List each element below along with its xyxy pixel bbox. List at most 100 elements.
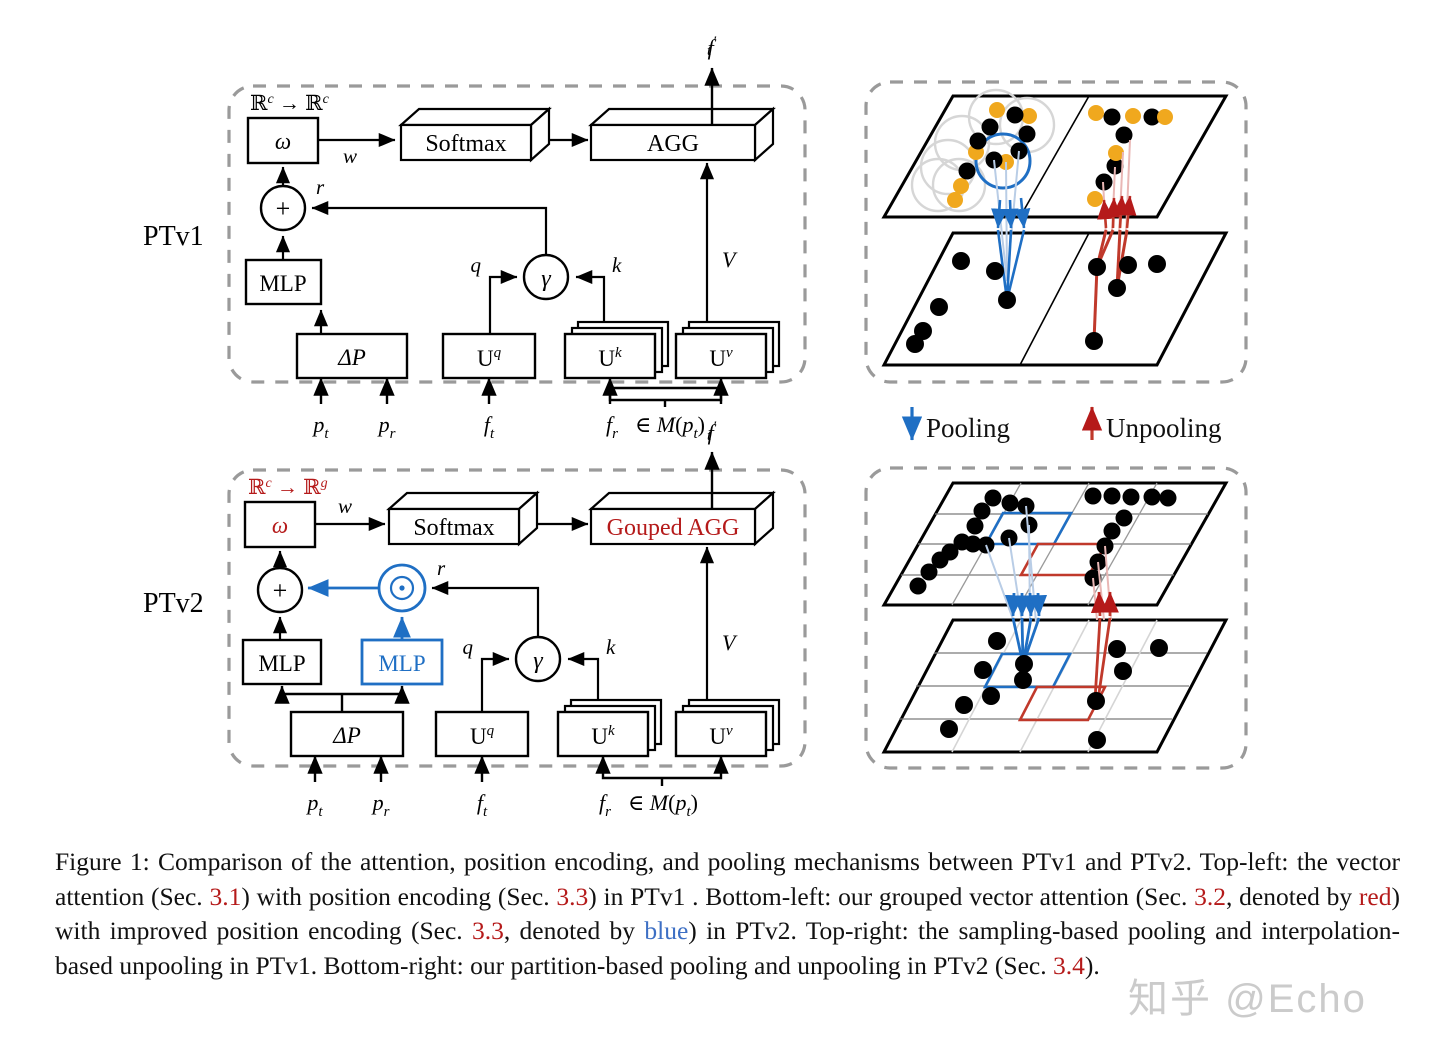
ptv1-edge-uk-gamma bbox=[575, 269, 606, 326]
grid-pooling-arrows-down bbox=[1004, 592, 1048, 617]
caption-run-9[interactable]: 3.3 bbox=[471, 916, 504, 945]
ptv2-panel-border bbox=[227, 468, 807, 768]
caption-run-3[interactable]: 3.3 bbox=[556, 881, 589, 911]
ptv2-gamma-node[interactable] bbox=[514, 635, 562, 683]
ptv2-input-label-member: ∈ M(pt) bbox=[628, 790, 698, 820]
ptv2-odot-dot bbox=[399, 585, 405, 591]
caption-run-8: ) with improved position encoding (Sec. bbox=[55, 881, 1400, 946]
ptv1-plus-label: + bbox=[276, 194, 291, 223]
ptv1-input-label-pt: pt bbox=[311, 412, 329, 442]
caption-run-12: ) in PTv2. Top-right: the sampling-based… bbox=[55, 916, 1400, 980]
ptv1-deltap-box[interactable] bbox=[295, 332, 409, 380]
ptv1-mapping-label: ℝc → ℝc bbox=[250, 91, 330, 115]
caption-run-7[interactable]: red bbox=[1358, 881, 1392, 911]
ptv1-agg-label: AGG bbox=[647, 131, 699, 157]
ptv2-agg-label: Gouped AGG bbox=[607, 515, 740, 541]
ptv2-softmax-box[interactable] bbox=[386, 490, 540, 547]
caption-run-5[interactable]: 3.2 bbox=[1194, 881, 1226, 911]
lower-grid-points bbox=[940, 632, 1168, 749]
ptv1-edge-uq-gamma bbox=[488, 269, 518, 334]
ptv2-edge-label-V: V bbox=[722, 630, 738, 655]
caption-run-2: ) with position encoding (Sec. bbox=[241, 881, 557, 911]
ptv2-edge-label-r: r bbox=[437, 556, 446, 580]
legend-unpooling: Unpooling bbox=[1081, 406, 1222, 443]
caption-run-14: ). bbox=[1084, 950, 1100, 980]
ptv2-agg-box[interactable] bbox=[588, 490, 776, 547]
pooling-arrows-down bbox=[991, 197, 1031, 229]
ptv2-edge-label-w: w bbox=[338, 494, 352, 518]
ptv1-panel-border bbox=[227, 84, 807, 384]
row-label-ptv2: PTv2 bbox=[143, 588, 204, 619]
ptv1-edge-label-V: V bbox=[722, 247, 738, 272]
ptv2-mlp-black-box[interactable] bbox=[241, 638, 323, 686]
ptv2-deltap-label: ΔP bbox=[332, 723, 361, 748]
topright-pooling-scene bbox=[881, 88, 1229, 367]
caption-run-11[interactable]: blue bbox=[644, 916, 689, 945]
ptv2-edge-gamma-odot-r bbox=[431, 580, 540, 637]
diagram-svg: PTv1 ℝc → ℝc ω w Softmax AGG f′t + r MLP bbox=[143, 34, 1248, 820]
ptv1-edge-label-w: w bbox=[343, 144, 357, 168]
ptv2-input-label-pt: pt bbox=[305, 790, 323, 820]
bottomright-pooling-scene bbox=[881, 481, 1229, 754]
caption-run-6: , denoted by bbox=[1226, 881, 1359, 911]
ptv2-edge-label-k: k bbox=[606, 635, 616, 659]
figure-caption: Figure 1: Comparison of the attention, p… bbox=[55, 845, 1400, 983]
ptv1-softmax-label: Softmax bbox=[425, 131, 506, 157]
orange-points-upper-right bbox=[1087, 105, 1173, 207]
black-points-lower-right bbox=[1085, 255, 1166, 350]
caption-run-4: ) in PTv1 . Bottom-left: our grouped vec… bbox=[588, 881, 1195, 911]
ptv1-uv-stack[interactable] bbox=[674, 320, 781, 380]
ptv2-input-label-fr: fr bbox=[599, 790, 611, 820]
ptv1-input-label-member: ∈ M(pt) bbox=[635, 412, 705, 442]
caption-run-0: Figure 1: Comparison of the attention, p… bbox=[55, 847, 1400, 911]
ptv2-mapping-label: ℝc → ℝg bbox=[248, 475, 328, 499]
unpooling-arrows-up bbox=[1097, 195, 1137, 229]
ptv1-output-label: f′t bbox=[707, 34, 717, 60]
ptv2-uk-stack[interactable] bbox=[556, 698, 663, 758]
lower-plane-divider bbox=[1019, 232, 1090, 366]
ptv1-uk-stack[interactable] bbox=[563, 320, 670, 380]
legend-unpooling-label: Unpooling bbox=[1106, 413, 1222, 443]
ptv2-edge-label-q: q bbox=[463, 635, 474, 659]
ptv1-gamma-node[interactable] bbox=[522, 253, 570, 301]
ptv1-input-label-pr: pr bbox=[377, 412, 396, 442]
ptv2-odot-node-inner bbox=[389, 575, 415, 601]
ptv1-softmax-box[interactable] bbox=[398, 106, 552, 163]
legend-pooling: Pooling bbox=[901, 407, 1010, 443]
ptv2-input-bracket-fr bbox=[601, 770, 723, 780]
caption-run-13[interactable]: 3.4 bbox=[1052, 950, 1085, 980]
ptv1-input-bracket-fr bbox=[608, 392, 723, 402]
pooled-point bbox=[998, 291, 1016, 309]
ptv1-omega-label: ω bbox=[275, 129, 291, 154]
ptv1-agg-box[interactable] bbox=[588, 106, 776, 163]
ptv2-softmax-label: Softmax bbox=[413, 515, 494, 541]
ptv1-input-label-fr: fr bbox=[606, 412, 618, 442]
ptv1-input-label-ft: ft bbox=[484, 412, 495, 442]
ptv2-edge-uq-gamma bbox=[480, 651, 510, 712]
ptv1-mlp-box[interactable] bbox=[244, 258, 323, 306]
caption-run-10: , denoted by bbox=[503, 916, 645, 945]
ptv2-mlp-black-label: MLP bbox=[258, 651, 305, 676]
ptv1-deltap-label: ΔP bbox=[337, 345, 366, 370]
upper-grid-points bbox=[909, 487, 1177, 595]
ptv1-gamma-label: γ bbox=[541, 266, 551, 292]
black-points-lower-left bbox=[906, 252, 1004, 353]
ptv2-gamma-label: γ bbox=[533, 648, 543, 674]
selected-sampling-circle bbox=[974, 132, 1032, 190]
black-points-upper-left bbox=[958, 106, 1036, 180]
caption-run-1[interactable]: 3.1 bbox=[209, 881, 242, 911]
ptv1-mlp-label: MLP bbox=[259, 271, 306, 296]
ptv2-uq-box[interactable] bbox=[434, 710, 530, 758]
ptv2-edge-uk-gamma bbox=[567, 651, 600, 704]
ptv2-omega-label: ω bbox=[272, 513, 288, 538]
ptv1-edge-label-k: k bbox=[612, 253, 622, 277]
upper-plane-divider bbox=[1019, 95, 1090, 218]
ptv2-input-label-pr: pr bbox=[371, 790, 390, 820]
grid-unpooling-arrows-up bbox=[1090, 591, 1119, 617]
lower-red-cell bbox=[1017, 685, 1108, 722]
ptv2-deltap-box[interactable] bbox=[289, 710, 405, 758]
pooling-lines-lower bbox=[996, 229, 1026, 301]
ptv2-mlp-blue-label: MLP bbox=[378, 651, 425, 676]
ptv1-edge-gamma-plus-r bbox=[311, 200, 548, 255]
